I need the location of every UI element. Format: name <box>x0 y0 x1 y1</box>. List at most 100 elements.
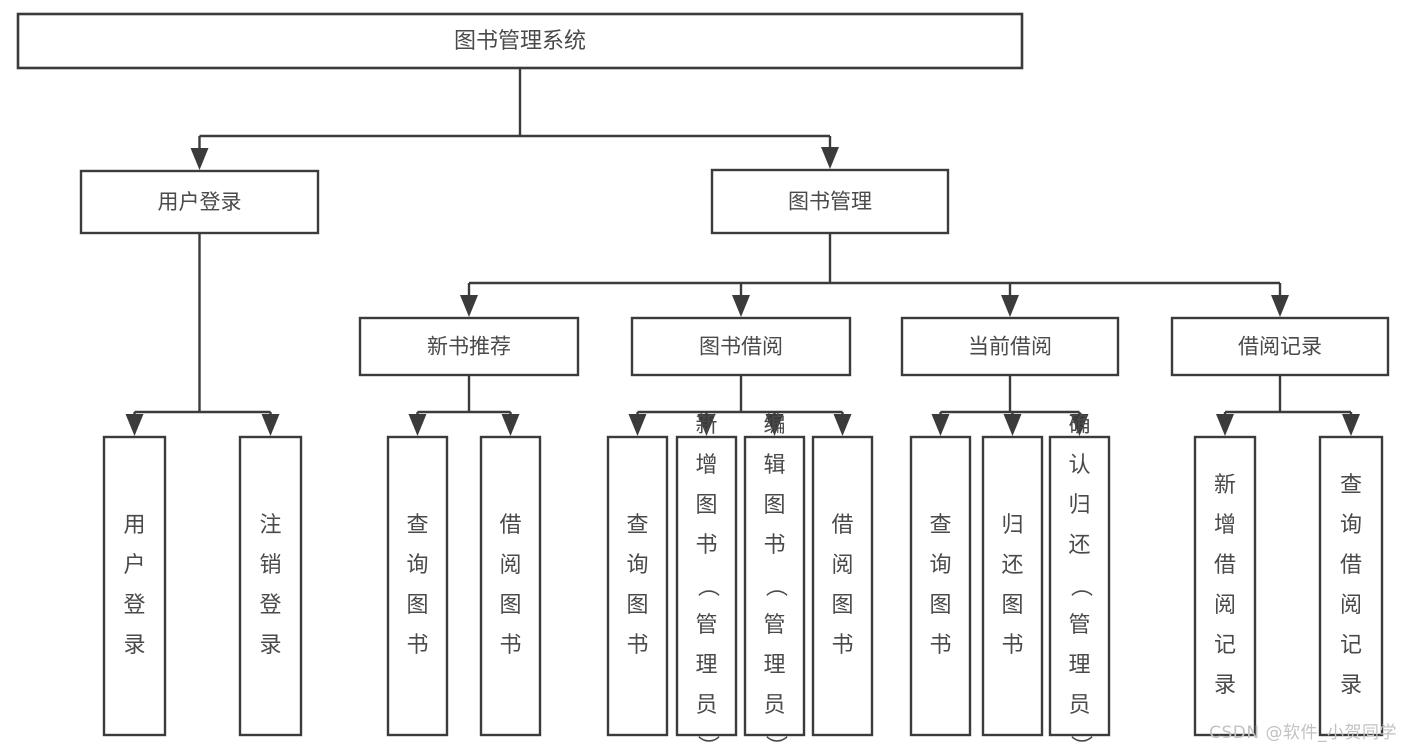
node-root[interactable]: 图书管理系统 <box>16 12 1024 70</box>
svg-text:书: 书 <box>406 633 428 658</box>
node-box-leaf-query-book-2[interactable] <box>606 435 669 737</box>
node-box-leaf-return-book[interactable] <box>981 435 1044 737</box>
svg-text:阅: 阅 <box>499 553 521 578</box>
svg-text:书: 书 <box>929 633 951 658</box>
node-box-new-book-recommend[interactable] <box>358 316 580 377</box>
node-box-leaf-confirm-return-admin[interactable] <box>1048 435 1111 737</box>
node-box-leaf-user-login[interactable] <box>102 435 167 737</box>
node-label-current-borrow: 当前借阅 <box>968 335 1052 359</box>
svg-text:（: （ <box>695 575 720 597</box>
svg-text:归: 归 <box>1068 493 1090 518</box>
svg-text:编: 编 <box>763 413 785 438</box>
svg-text:书: 书 <box>1001 633 1023 658</box>
svg-text:图: 图 <box>695 493 717 518</box>
node-box-root[interactable] <box>16 12 1024 70</box>
connector-group-current-borrow <box>931 375 1089 436</box>
svg-text:增: 增 <box>695 453 717 478</box>
svg-text:新: 新 <box>695 413 717 438</box>
connector-group-borrow-record <box>1216 375 1360 436</box>
node-box-current-borrow[interactable] <box>900 316 1120 377</box>
svg-text:）: ） <box>1068 735 1093 747</box>
node-borrow-record[interactable]: 借阅记录 <box>1170 316 1390 377</box>
node-current-borrow[interactable]: 当前借阅 <box>900 316 1120 377</box>
node-label-leaf-user-login: 用户登录 <box>123 513 145 658</box>
svg-text:记: 记 <box>1214 633 1236 658</box>
node-book-manage[interactable]: 图书管理 <box>710 168 950 235</box>
node-box-book-manage[interactable] <box>710 168 950 235</box>
node-box-book-borrow[interactable] <box>630 316 852 377</box>
svg-text:询: 询 <box>1340 513 1362 538</box>
node-box-leaf-query-book-1[interactable] <box>386 435 449 737</box>
svg-text:查: 查 <box>1340 473 1362 498</box>
svg-text:录: 录 <box>123 633 145 658</box>
node-box-leaf-borrow-book-2[interactable] <box>811 435 874 737</box>
node-leaf-user-login[interactable]: 用户登录 <box>102 435 167 737</box>
connector-layer <box>125 68 1360 436</box>
node-layer: 图书管理系统用户登录图书管理新书推荐图书借阅当前借阅借阅记录用户登录注销登录查询… <box>16 12 1390 747</box>
svg-text:新: 新 <box>1214 473 1236 498</box>
svg-text:录: 录 <box>259 633 281 658</box>
svg-text:图: 图 <box>626 593 648 618</box>
node-box-leaf-add-book-admin[interactable] <box>675 435 738 737</box>
svg-text:还: 还 <box>1068 533 1090 558</box>
svg-text:员: 员 <box>1068 693 1090 718</box>
svg-text:登: 登 <box>259 593 281 618</box>
svg-text:员: 员 <box>695 693 717 718</box>
svg-text:管: 管 <box>695 613 717 638</box>
svg-text:书: 书 <box>695 533 717 558</box>
node-box-leaf-query-borrow-record[interactable] <box>1318 435 1384 737</box>
node-new-book-recommend[interactable]: 新书推荐 <box>358 316 580 377</box>
node-book-borrow[interactable]: 图书借阅 <box>630 316 852 377</box>
node-user-login[interactable]: 用户登录 <box>79 169 320 235</box>
connector-group-book-borrow <box>628 375 852 436</box>
node-box-leaf-edit-book-admin[interactable] <box>743 435 806 737</box>
svg-text:理: 理 <box>1068 653 1090 678</box>
connector-group-new-book-recommend <box>408 375 520 436</box>
svg-text:阅: 阅 <box>1214 593 1236 618</box>
svg-text:图: 图 <box>406 593 428 618</box>
svg-text:图: 图 <box>831 593 853 618</box>
node-box-leaf-add-borrow-record[interactable] <box>1193 435 1257 737</box>
svg-text:用: 用 <box>123 513 145 538</box>
node-box-leaf-borrow-book-1[interactable] <box>479 435 542 737</box>
svg-text:查: 查 <box>929 513 951 538</box>
node-label-new-book-recommend: 新书推荐 <box>427 335 511 359</box>
svg-text:归: 归 <box>1001 513 1023 538</box>
node-label-user-login: 用户登录 <box>158 190 242 214</box>
svg-text:查: 查 <box>626 513 648 538</box>
node-box-user-login[interactable] <box>79 169 320 235</box>
connector-group-user-login <box>125 233 280 436</box>
node-box-leaf-query-book-3[interactable] <box>909 435 972 737</box>
svg-text:员: 员 <box>763 693 785 718</box>
svg-text:图: 图 <box>1001 593 1023 618</box>
svg-text:询: 询 <box>626 553 648 578</box>
svg-text:询: 询 <box>406 553 428 578</box>
svg-text:录: 录 <box>1214 673 1236 698</box>
svg-text:阅: 阅 <box>1340 593 1362 618</box>
svg-text:书: 书 <box>626 633 648 658</box>
connector-group-root <box>190 68 839 170</box>
svg-text:辑: 辑 <box>763 453 785 478</box>
node-box-borrow-record[interactable] <box>1170 316 1390 377</box>
node-box-leaf-logout[interactable] <box>238 435 303 737</box>
svg-text:）: ） <box>763 735 788 747</box>
